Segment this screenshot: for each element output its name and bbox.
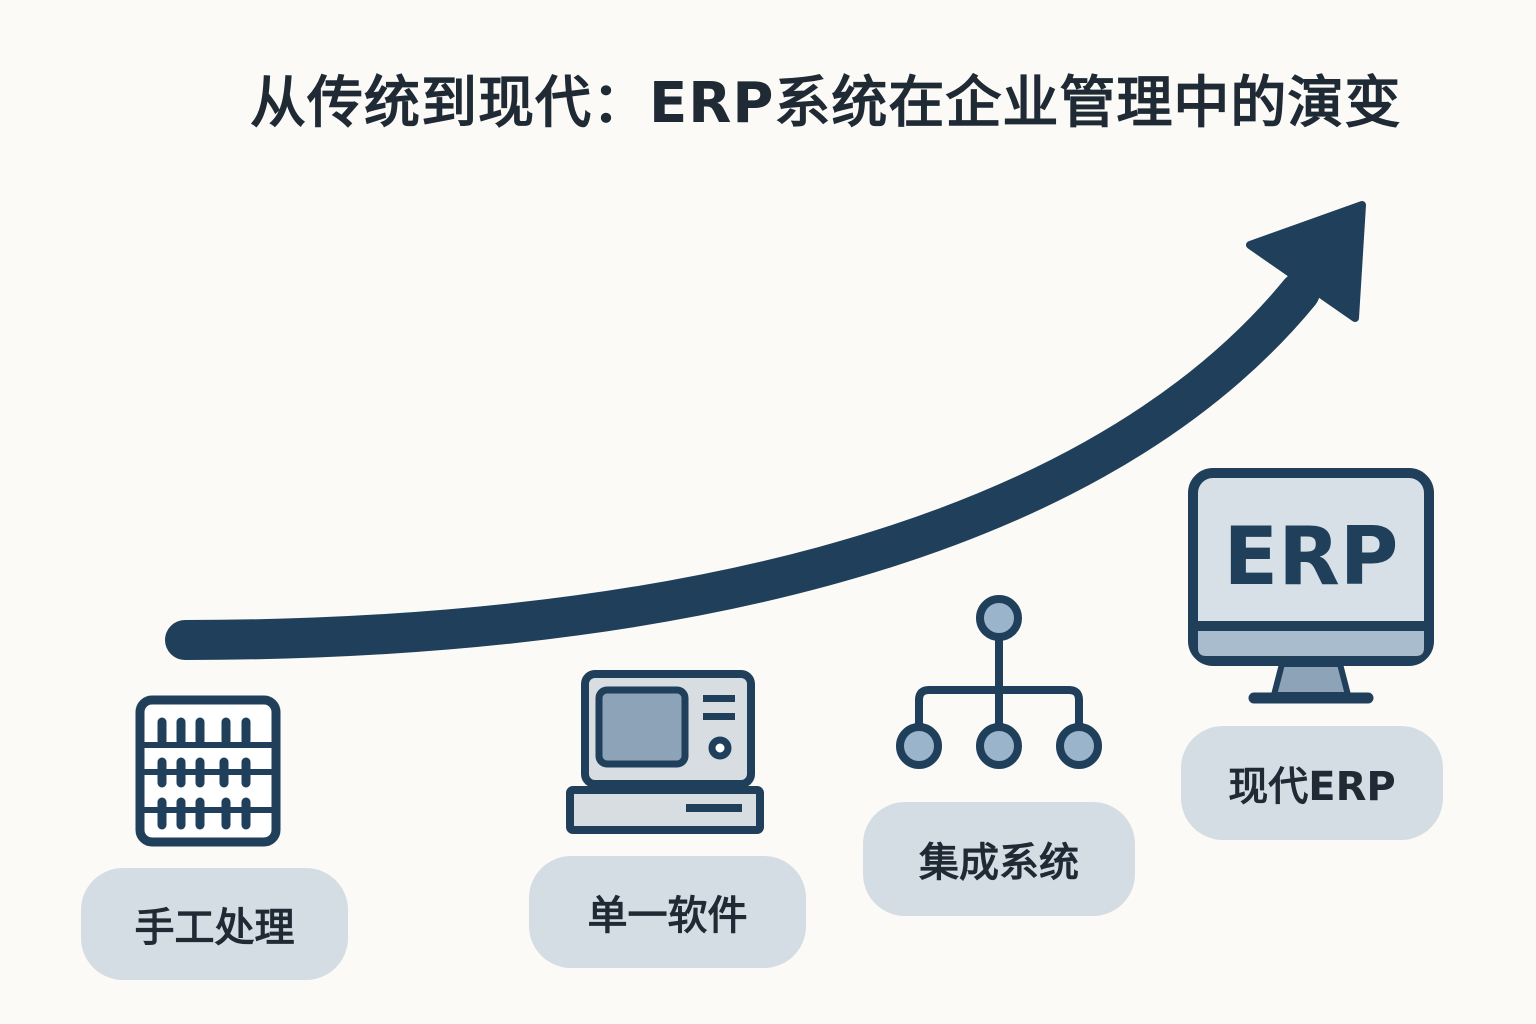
hierarchy-icon bbox=[896, 595, 1102, 769]
growth-arrow bbox=[165, 201, 1366, 660]
page-title: 从传统到现代：ERP系统在企业管理中的演变 bbox=[250, 71, 1402, 136]
stage-label-single-software: 单一软件 bbox=[529, 856, 806, 968]
stage-label-manual: 手工处理 bbox=[81, 868, 348, 980]
stage-label-integrated-system: 集成系统 bbox=[863, 802, 1135, 916]
monitor-icon: ERP bbox=[1188, 468, 1434, 704]
stage-label-modern-erp: 现代ERP bbox=[1181, 726, 1443, 840]
computer-icon bbox=[566, 670, 764, 834]
abacus-icon bbox=[135, 695, 281, 847]
monitor-screen-text: ERP bbox=[1224, 510, 1399, 603]
